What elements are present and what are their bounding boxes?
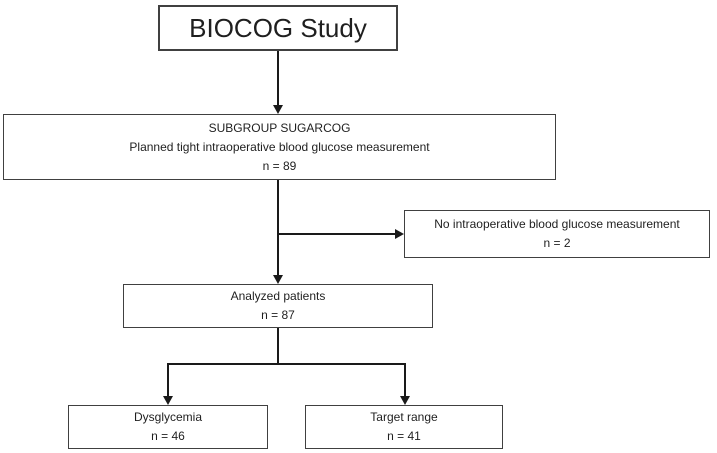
node-subgroup-count: n = 89 bbox=[262, 158, 297, 173]
arrowhead-right-excluded-icon bbox=[395, 229, 404, 239]
connector-subgroup-to-analyzed bbox=[277, 180, 279, 275]
arrowhead-down-dysglycemia-icon bbox=[163, 396, 173, 405]
node-analyzed-title: Analyzed patients bbox=[230, 289, 326, 303]
node-dysglycemia-count: n = 46 bbox=[151, 429, 185, 443]
node-subgroup-title: SUBGROUP SUGARCOG bbox=[208, 120, 351, 135]
connector-branch-to-excluded bbox=[277, 233, 395, 235]
node-target-range-title: Target range bbox=[370, 410, 438, 424]
node-target-range-count: n = 41 bbox=[387, 429, 421, 443]
node-subgroup-sugarcog: SUBGROUP SUGARCOG Planned tight intraope… bbox=[3, 114, 556, 180]
connector-biocog-to-subgroup bbox=[277, 51, 279, 107]
node-analyzed-patients: Analyzed patients n = 87 bbox=[123, 284, 433, 328]
node-excluded: No intraoperative blood glucose measurem… bbox=[404, 210, 710, 258]
arrowhead-down-subgroup-icon bbox=[273, 105, 283, 114]
arrowhead-down-target-icon bbox=[400, 396, 410, 405]
connector-split-bar bbox=[167, 363, 406, 365]
node-excluded-title: No intraoperative blood glucose measurem… bbox=[434, 217, 680, 231]
connector-split-to-target bbox=[404, 363, 406, 396]
node-biocog-study: BIOCOG Study bbox=[158, 5, 398, 51]
node-subgroup-subtitle: Planned tight intraoperative blood gluco… bbox=[129, 139, 430, 154]
node-excluded-count: n = 2 bbox=[543, 236, 571, 250]
node-analyzed-count: n = 87 bbox=[261, 308, 295, 322]
node-dysglycemia-title: Dysglycemia bbox=[133, 410, 202, 424]
node-target-range: Target range n = 41 bbox=[305, 405, 503, 449]
connector-analyzed-to-split bbox=[277, 328, 279, 365]
node-biocog-study-title: BIOCOG Study bbox=[189, 13, 367, 43]
connector-split-to-dysglycemia bbox=[167, 363, 169, 396]
node-dysglycemia: Dysglycemia n = 46 bbox=[68, 405, 268, 449]
arrowhead-down-analyzed-icon bbox=[273, 275, 283, 284]
